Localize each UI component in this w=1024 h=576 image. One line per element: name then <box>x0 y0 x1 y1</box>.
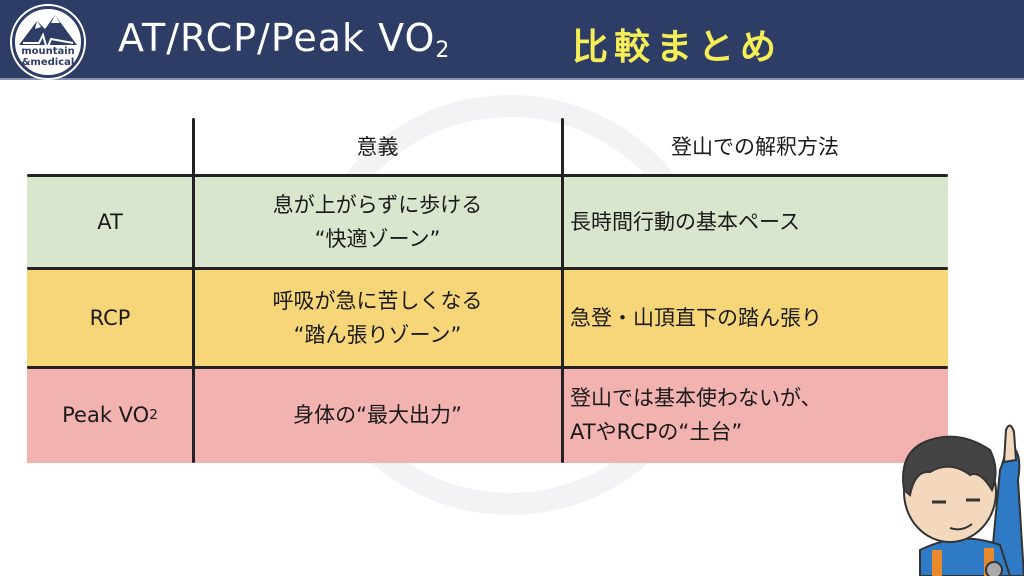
row-label: AT <box>27 175 193 268</box>
logo-text: mountain <box>21 46 75 57</box>
interpretation-cell: 登山では基本使わないが、 ATやRCPの“土台” <box>562 367 948 463</box>
interpretation-cell: 急登・山頂直下の踏ん張り <box>570 305 822 330</box>
table-divider <box>27 174 948 177</box>
mascot-illustration <box>902 424 1024 576</box>
header-bar: mountain &medical AT/RCP/Peak VO2 比較まとめ <box>0 0 1024 80</box>
header-cell: 意義 <box>356 134 399 159</box>
comparison-table: 意義 登山での解釈方法 AT 息が上がらずに歩ける “快適ゾーン” 長時間行動の基… <box>27 118 948 463</box>
title-text: AT/RCP/Peak VO <box>118 16 436 60</box>
label-subscript: 2 <box>149 407 158 423</box>
header-cell: 登山での解釈方法 <box>671 134 839 159</box>
label-text: AT <box>97 209 123 234</box>
table-divider <box>192 118 195 463</box>
page-subtitle: 比較まとめ <box>572 27 783 68</box>
interpretation-line: 登山では基本使わないが、 <box>570 386 822 410</box>
table-divider <box>27 267 948 270</box>
label-text: RCP <box>89 305 131 330</box>
page-title: AT/RCP/Peak VO2 <box>118 16 450 63</box>
mountain-medical-logo: mountain &medical <box>12 6 84 78</box>
table-header-row: 意義 登山での解釈方法 <box>27 118 948 175</box>
interpretation-cell: 長時間行動の基本ペース <box>570 209 800 234</box>
meaning-cell: 息が上がらずに歩ける “快適ゾーン” <box>193 175 562 268</box>
meaning-line: 息が上がらずに歩ける <box>272 192 483 217</box>
meaning-line: “快適ゾーン” <box>314 226 441 251</box>
table-divider <box>561 118 564 463</box>
meaning-cell: 呼吸が急に苦しくなる “踏ん張りゾーン” <box>193 268 562 367</box>
meaning-line: 呼吸が急に苦しくなる <box>272 288 483 313</box>
meaning-cell: 身体の“最大出力” <box>293 403 462 427</box>
title-subscript: 2 <box>435 38 451 63</box>
logo-text: &medical <box>21 57 75 68</box>
interpretation-line: ATやRCPの“土台” <box>570 420 743 444</box>
table-row-rcp: RCP 呼吸が急に苦しくなる “踏ん張りゾーン” 急登・山頂直下の踏ん張り <box>27 268 948 367</box>
table-divider <box>27 366 948 369</box>
header-cell <box>27 118 193 175</box>
meaning-line: “踏ん張りゾーン” <box>293 322 462 347</box>
table-row-at: AT 息が上がらずに歩ける “快適ゾーン” 長時間行動の基本ペース <box>27 175 948 268</box>
row-label: RCP <box>27 268 193 367</box>
label-text: Peak VO <box>62 403 150 427</box>
